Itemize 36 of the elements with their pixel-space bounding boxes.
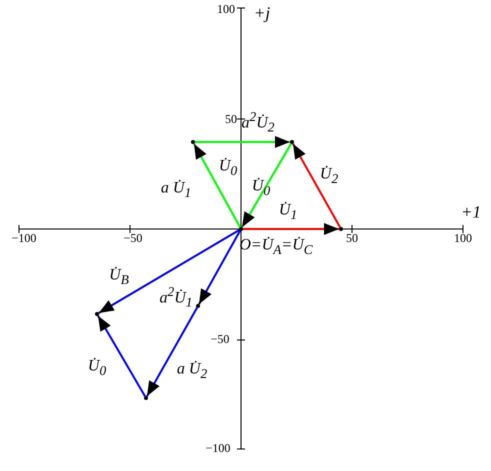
vector-arrow — [198, 230, 241, 305]
vector-label: a$^{2}$U̇$_{2}$ — [242, 110, 274, 134]
vector-arrow — [243, 223, 339, 235]
tick-label: −100 — [206, 442, 230, 454]
vector-label: a U̇$_{1}$ — [160, 180, 192, 200]
vector-endpoint — [196, 304, 200, 308]
tick-label: −50 — [124, 232, 142, 244]
vector-label: U̇$_{0}$ — [252, 178, 270, 198]
tick-label: −100 — [12, 232, 36, 244]
vector-endpoint — [144, 396, 148, 400]
tick-label: 50 — [346, 232, 358, 244]
vector-arrow — [98, 229, 240, 314]
tick-label: 100 — [454, 232, 472, 244]
axis-label: +j — [254, 4, 270, 22]
tick-label: −50 — [210, 333, 230, 345]
vector-arrow — [97, 315, 146, 397]
vector-endpoint — [290, 140, 294, 144]
vector-arrow — [193, 143, 241, 228]
vector-label: a U̇$_{2}$ — [176, 362, 208, 380]
vector-label: U̇$_{2}$ — [320, 166, 338, 186]
tick-label: 100 — [217, 3, 235, 15]
vector-endpoint — [95, 312, 99, 316]
vector-arrow — [146, 307, 198, 397]
vector-endpoint — [239, 227, 243, 231]
axis-label: +1 — [461, 204, 481, 220]
vector-endpoint — [191, 140, 195, 144]
vector-endpoint — [339, 227, 343, 231]
tick-label: 50 — [225, 113, 237, 125]
vector-label: U̇$_{1}$ — [278, 202, 298, 222]
vector-label: U̇$_{0}$ — [88, 358, 106, 378]
vector-arrow — [292, 143, 341, 228]
vector-arrow — [241, 143, 292, 228]
vector-label: U̇$_{0}$ — [218, 158, 238, 178]
vector-label: U̇$_{B}$ — [109, 268, 129, 286]
vector-label: a$^{2}$U̇$_{1}$ — [160, 285, 192, 309]
vector-arrow — [195, 136, 290, 148]
